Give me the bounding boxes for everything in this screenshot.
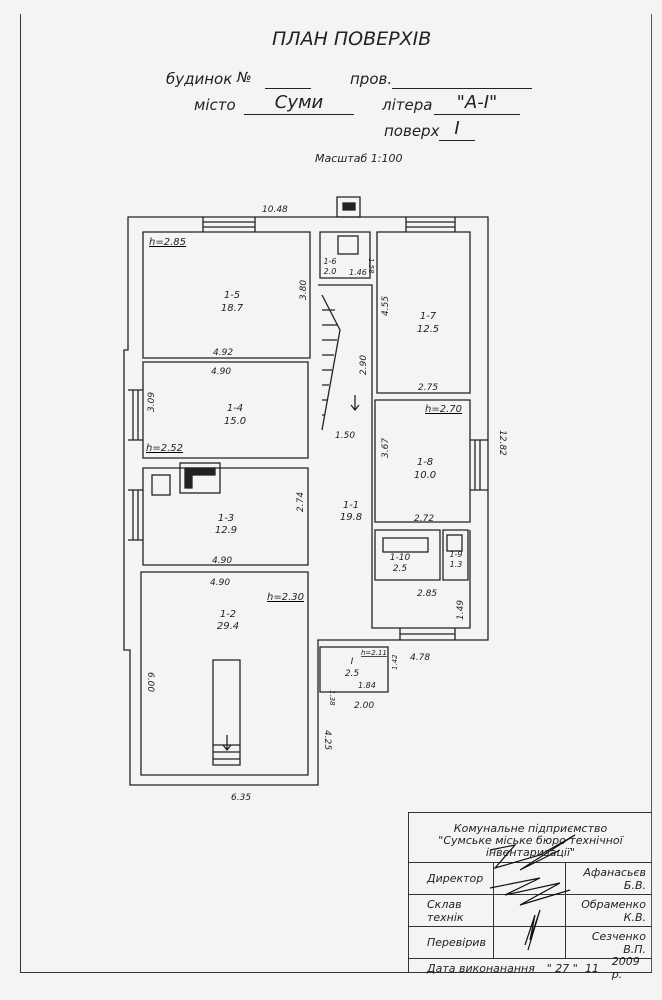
lane-label: пров. <box>350 70 393 88</box>
room-1-10-area: 2.5 <box>393 564 408 574</box>
date-label: Дата виконанання <box>427 961 535 975</box>
org-line-1: Комунальне підприємство <box>453 822 608 835</box>
signature-row-director: Директор Афанасьєв Б.В. <box>409 863 652 895</box>
letter-label: літера <box>382 96 433 114</box>
room-1-10-id: 1-10 <box>390 553 411 563</box>
signature-cell <box>493 927 566 958</box>
person-name: Обраменко К.В. <box>581 897 646 924</box>
role-label: Перевірив <box>427 936 486 949</box>
dimension-label: 4.55 <box>381 296 391 316</box>
dimension-label: 2.74 <box>296 492 306 512</box>
signature-row-checker: Перевірив Сезченко В.П. <box>409 927 652 959</box>
role-label: Директор <box>427 872 484 885</box>
scale-label: Масштаб 1:100 <box>315 152 403 165</box>
drawing-frame <box>20 14 652 973</box>
height-label: h=2.30 <box>267 592 304 603</box>
room-1-3-area: 12.9 <box>215 525 237 536</box>
room-1-4-area: 15.0 <box>224 416 246 427</box>
dimension-label: 4.92 <box>213 348 233 358</box>
dimension-label: 12.82 <box>497 430 507 456</box>
height-label: h=2.70 <box>425 404 462 415</box>
dimension-label: 3.09 <box>147 392 157 412</box>
house-number-field <box>265 72 311 89</box>
room-1-2-area: 29.4 <box>217 621 239 632</box>
organization: Комунальне підприємство "Сумське міське … <box>409 813 652 863</box>
room-1-7-area: 12.5 <box>417 324 439 335</box>
walls <box>123 196 489 786</box>
letter-field: "А-І" <box>434 92 520 115</box>
dimension-label: 4.90 <box>210 578 230 588</box>
room-1-1-id: 1-1 <box>343 500 359 511</box>
dimension-label: 10.48 <box>262 205 288 215</box>
height-label: h=2.85 <box>149 237 186 248</box>
dimension-labels: 10.48 12.82 3.80 4.92 4.90 3.09 4.55 2.9… <box>145 205 507 803</box>
room-1-8-area: 10.0 <box>414 470 436 481</box>
dimension-label: 6.35 <box>231 793 251 803</box>
city-label: місто <box>194 96 236 114</box>
room-i-id: I <box>351 657 354 667</box>
person-name: Сезченко В.П. <box>591 929 646 956</box>
dimension-label: 2.85 <box>417 589 437 599</box>
height-labels: h=2.85 h=2.52 h=2.30 h=2.70 h=2.11 <box>146 237 462 657</box>
date-day: " 27 " <box>546 961 578 975</box>
room-1-9-id: 1-9 <box>449 550 462 559</box>
dimension-label: 1.50 <box>335 431 355 441</box>
room-1-9-area: 1.3 <box>450 560 463 569</box>
dimension-label: 4.78 <box>410 653 430 663</box>
floor-label: поверх <box>384 122 440 140</box>
room-labels: 1-1 19.8 1-2 29.4 1-3 12.9 1-4 15.0 1-5 … <box>215 257 463 679</box>
lane-field <box>392 72 532 89</box>
role-label: Склав технік <box>427 897 464 924</box>
room-1-7-id: 1-7 <box>420 311 437 322</box>
dimension-label: 1.84 <box>358 681 376 690</box>
city-field: Суми <box>244 92 354 115</box>
room-1-4-id: 1-4 <box>227 403 243 414</box>
dimension-label: 4.25 <box>322 730 332 750</box>
dimension-label: 4.90 <box>211 367 231 377</box>
dimension-label: 1.42 <box>391 654 399 670</box>
signature-row-technician: Склав технік Обраменко К.В. <box>409 895 652 927</box>
org-line-2: "Сумське міське бюро технічної інвентари… <box>438 834 623 859</box>
room-1-5-area: 18.7 <box>221 303 244 314</box>
dimension-label: 1.46 <box>349 268 367 277</box>
dimension-label: 2.00 <box>354 701 374 711</box>
height-label: h=2.52 <box>146 443 183 454</box>
document-title: ПЛАН ПОВЕРХІВ <box>272 28 432 50</box>
dimension-label: 1.49 <box>456 600 466 620</box>
room-i-area: 2.5 <box>345 669 360 679</box>
dimension-label: 4.90 <box>212 556 232 566</box>
room-1-8-id: 1-8 <box>417 457 433 468</box>
room-1-1-area: 19.8 <box>340 512 362 523</box>
dimension-label: 1.58 <box>367 258 375 274</box>
person-name: Афанасьєв Б.В. <box>583 865 646 892</box>
floor-field: І <box>439 118 475 141</box>
date-row: Дата виконанання " 27 " 11 2009 р. <box>409 955 652 981</box>
date-year: 2009 р. <box>611 955 640 981</box>
dimension-label: 3.80 <box>299 280 309 300</box>
date-month: 11 <box>584 961 599 975</box>
room-1-2-id: 1-2 <box>220 609 236 620</box>
height-label: h=2.11 <box>361 649 387 657</box>
dimension-label: 6.00 <box>145 672 155 692</box>
room-1-3-id: 1-3 <box>218 513 234 524</box>
room-1-6-id: 1-6 <box>323 257 336 266</box>
dimension-label: 2.90 <box>359 355 369 375</box>
dimension-label: 3.67 <box>381 438 391 458</box>
dimension-label: 2.72 <box>414 514 434 524</box>
room-1-6-area: 2.0 <box>324 267 337 276</box>
number-sign: № <box>237 70 252 86</box>
house-label: будинок <box>166 70 233 88</box>
room-1-5-id: 1-5 <box>224 290 240 301</box>
signature-cell <box>493 863 566 894</box>
dimension-label: 2.75 <box>418 383 438 393</box>
dimension-label: 1.38 <box>328 690 336 706</box>
signature-cell <box>493 895 566 926</box>
title-block: Комунальне підприємство "Сумське міське … <box>408 812 652 981</box>
